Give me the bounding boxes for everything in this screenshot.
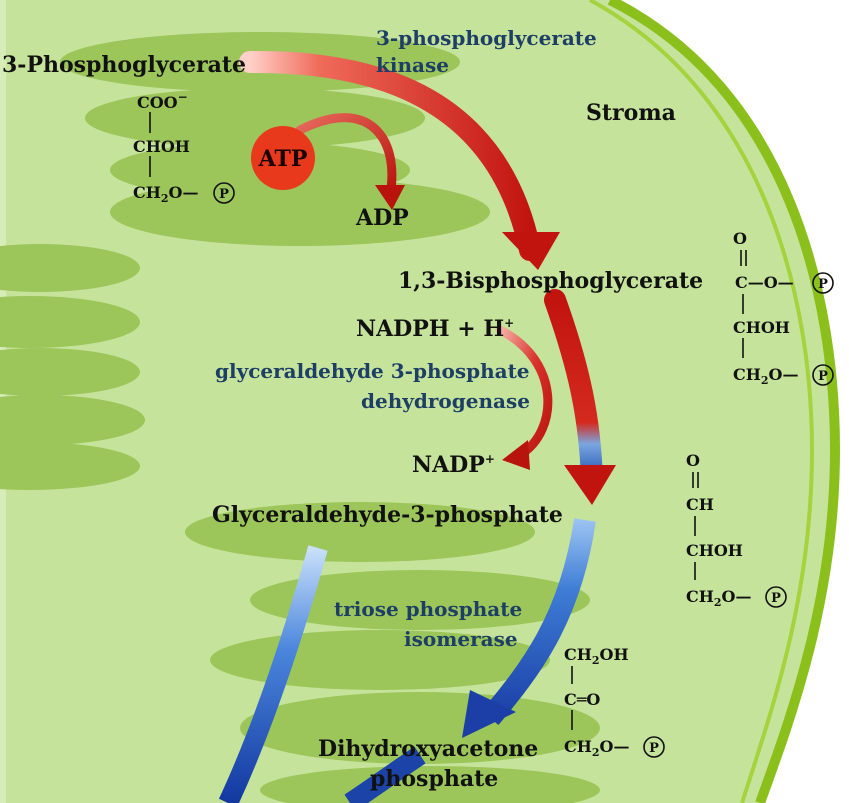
isomerase-line1: triose phosphate [334, 597, 522, 621]
svg-text:CHOH: CHOH [133, 137, 190, 156]
nadph-label: NADPH + H+ [356, 316, 514, 342]
svg-text:CH2OH: CH2OH [564, 645, 629, 667]
arrow-head-dhap [462, 690, 516, 738]
structure-pga: COO− CHOH CH2O— P [133, 90, 235, 205]
compound-3pg: 3-Phosphoglycerate [2, 52, 246, 78]
arrow-head-nadp [502, 440, 530, 470]
structure-bpg: O C—O— P CHOH CH2O— P [733, 229, 834, 387]
svg-text:P: P [649, 741, 659, 756]
svg-text:CH2O—: CH2O— [733, 365, 798, 387]
arrow-atp-to-adp [295, 113, 397, 200]
granum-left [0, 244, 145, 490]
compound-g3p: Glyceraldehyde-3-phosphate [212, 502, 563, 528]
atp-circle [251, 126, 315, 190]
arrow-head-adp [375, 185, 405, 210]
phosphate-icon [812, 272, 834, 294]
arrow-bpg-to-g3p [544, 289, 603, 491]
svg-text:P: P [771, 591, 781, 606]
arrow-g3p-to-dhap [481, 518, 596, 726]
svg-text:CH2O—: CH2O— [133, 183, 198, 205]
stroma-label: Stroma [586, 100, 676, 126]
svg-text:CHOH: CHOH [686, 541, 743, 560]
arrow-g3p-export [218, 545, 328, 803]
arrow-head-g3p [564, 465, 616, 505]
compound-dhap-line1: Dihydroxyacetone [318, 736, 538, 762]
arrow-head-bpg [502, 232, 560, 270]
svg-text:CH: CH [686, 495, 714, 514]
arrow-pga-to-bpg [239, 50, 541, 261]
arrow-nadph-to-nadp [495, 325, 553, 460]
svg-text:P: P [818, 369, 828, 384]
inner-membrane [589, 0, 815, 803]
svg-text:CHOH: CHOH [733, 318, 790, 337]
svg-text:P: P [219, 187, 229, 202]
phosphate-icon [812, 364, 834, 386]
kinase-line2: kinase [376, 53, 449, 77]
svg-text:O: O [686, 451, 700, 470]
nadp-label: NADP+ [412, 452, 495, 478]
svg-text:C—O—: C—O— [735, 273, 794, 292]
phosphate-icon [213, 182, 235, 204]
compound-dhap-line2: phosphate [370, 766, 498, 792]
svg-text:CH2O—: CH2O— [564, 737, 629, 759]
outer-membrane [607, 0, 841, 803]
svg-text:O: O [733, 229, 747, 248]
gapdh-line1: glyceraldehyde 3-phosphate [215, 359, 530, 383]
svg-text:P: P [818, 277, 828, 292]
compound-13bpg: 1,3-Bisphosphoglycerate [398, 268, 703, 294]
adp-label: ADP [355, 205, 409, 231]
gapdh-line2: dehydrogenase [361, 389, 530, 413]
svg-text:COO−: COO− [137, 90, 188, 112]
structure-g3p: O CH CHOH CH2O— P [686, 451, 787, 609]
structure-dhap: CH2OH C═O CH2O— P [564, 645, 665, 759]
atp-label: ATP [258, 146, 308, 172]
isomerase-line2: isomerase [404, 627, 518, 651]
kinase-line1: 3-phosphoglycerate [376, 26, 597, 50]
svg-text:C═O: C═O [564, 690, 600, 709]
phosphate-icon [765, 586, 787, 608]
arrow-dhap-continue [344, 746, 426, 803]
outer-space [610, 0, 849, 803]
svg-text:CH2O—: CH2O— [686, 587, 751, 609]
phosphate-icon [643, 736, 665, 758]
